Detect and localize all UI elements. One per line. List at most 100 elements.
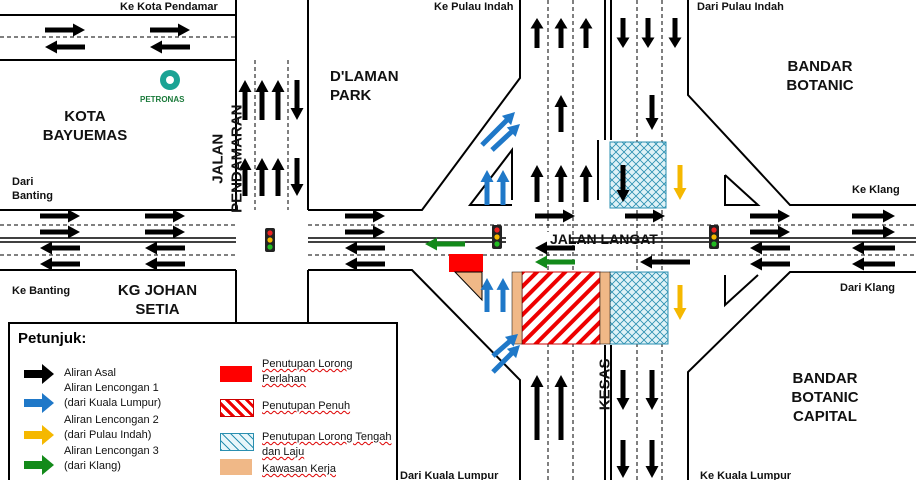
arrow-north [579, 18, 593, 48]
label-ke-klang: Ke Klang [852, 184, 900, 196]
label-bandar-botanic: BANDAR BOTANIC [786, 58, 854, 94]
arrow-west [345, 241, 385, 255]
arrow-west [45, 40, 85, 54]
arrow-south [616, 18, 630, 48]
arrow-north [554, 165, 568, 202]
arrow-west [750, 241, 790, 255]
traffic-light-icon [265, 228, 275, 252]
label-dari-banting: Dari Banting [12, 176, 53, 202]
work-zone-east [599, 271, 611, 345]
arrow-south [616, 370, 630, 410]
label-bandar-botanic-capital: BANDAR BOTANIC CAPITAL [791, 370, 859, 425]
legend-swatch-slow-lane [220, 366, 252, 382]
label-kota-bayuemas: KOTA BAYUEMAS [42, 108, 128, 144]
legend-title: Petunjuk: [18, 330, 87, 347]
work-zone-island [453, 271, 483, 302]
label-ke-banting: Ke Banting [12, 285, 71, 297]
arrow-east [345, 225, 385, 239]
center-median [0, 237, 916, 243]
label-jalan-langat: JALAN LANGAT [550, 231, 658, 247]
arrow-north [255, 80, 269, 120]
legend-closure-work: Kawasan Kerja [262, 463, 336, 475]
arrow-south [668, 18, 682, 48]
diversion-2-arrow [673, 165, 687, 200]
diversion-1-arrow [496, 170, 510, 205]
legend-swatch-middle-lanes [220, 433, 254, 451]
diversion-1-arrow [490, 124, 521, 152]
legend-flow-original: Aliran Asal [64, 367, 116, 379]
arrow-north [271, 158, 285, 196]
arrow-north [554, 95, 568, 132]
arrow-west [345, 257, 385, 271]
arrow-east [40, 225, 80, 239]
legend-flow-3: Aliran Lencongan 3 [64, 445, 159, 457]
legend-closure-middle: Penutupan Lorong Tengah dan Laju [262, 431, 392, 458]
diversion-3-arrow [425, 237, 465, 251]
legend-closure-full: Penutupan Penuh [262, 400, 351, 412]
arrow-south [290, 158, 304, 196]
diversion-2-arrow [673, 285, 687, 320]
arrow-east [40, 209, 80, 223]
arrow-north [530, 165, 544, 202]
arrow-north [271, 80, 285, 120]
label-dari-klang: Dari Klang [840, 282, 896, 294]
arrow-west [145, 257, 185, 271]
legend-swatch-work-zone [220, 459, 252, 475]
middle-lane-closure-north [609, 141, 667, 209]
arrow-west [640, 255, 690, 269]
middle-lane-closure-south [609, 271, 669, 345]
legend-arrow-diversion-3 [24, 455, 54, 475]
diversion-1-arrow [496, 278, 510, 312]
legend-closure-slow-lane: Penutupan Lorong Perlahan [262, 358, 353, 385]
road-name-bg [506, 232, 570, 248]
arrow-south [616, 165, 630, 202]
arrow-west [852, 241, 895, 255]
legend-flow-1: Aliran Lencongan 1 [64, 382, 159, 394]
flow-arrows [40, 18, 895, 478]
arrow-east [150, 23, 190, 37]
petronas-logo [160, 70, 180, 90]
arrow-west [145, 241, 185, 255]
slow-lane-closure [449, 254, 483, 272]
arrow-east [345, 209, 385, 223]
arrow-east [535, 209, 575, 223]
legend-swatch-full [220, 399, 254, 417]
legend-arrow-diversion-2 [24, 425, 54, 445]
legend-arrows [24, 364, 54, 475]
label-dlaman-park: D'LAMAN PARK [330, 68, 399, 104]
traffic-light-icon [709, 225, 719, 249]
arrow-south [645, 370, 659, 410]
legend-flow-2-sub: (dari Pulau Indah) [64, 429, 152, 441]
full-closure-area [521, 271, 601, 345]
arrow-east [750, 225, 790, 239]
diversion-1-arrow [480, 170, 494, 205]
arrow-east [45, 23, 85, 37]
traffic-lights [265, 225, 719, 252]
diversion-1-arrow [480, 111, 516, 147]
arrow-east [852, 225, 895, 239]
label-ke-pulau-indah: Ke Pulau Indah [432, 1, 516, 15]
diversion-1-arrow [480, 278, 494, 312]
arrow-west [40, 241, 80, 255]
arrow-east [750, 209, 790, 223]
arrow-north [530, 375, 544, 440]
arrow-east [852, 209, 895, 223]
arrow-west [852, 257, 895, 271]
diversion-1-arrow [491, 333, 518, 358]
arrow-east [145, 225, 185, 239]
label-jalan-pendamaran: JALAN PENDAMARAN [209, 104, 245, 213]
arrow-south [641, 18, 655, 48]
diversion-1-arrow [491, 345, 520, 374]
arrow-north [554, 18, 568, 48]
diversion-3-arrow [535, 255, 575, 269]
arrow-north [238, 80, 252, 120]
arrow-north [238, 158, 252, 196]
label-dari-kuala-lumpur: Dari Kuala Lumpur [400, 470, 499, 480]
legend-flow-1-sub: (dari Kuala Lumpur) [64, 397, 162, 409]
arrow-south [616, 440, 630, 478]
legend: Petunjuk: Aliran Asal Aliran Lencongan 1… [8, 322, 398, 480]
